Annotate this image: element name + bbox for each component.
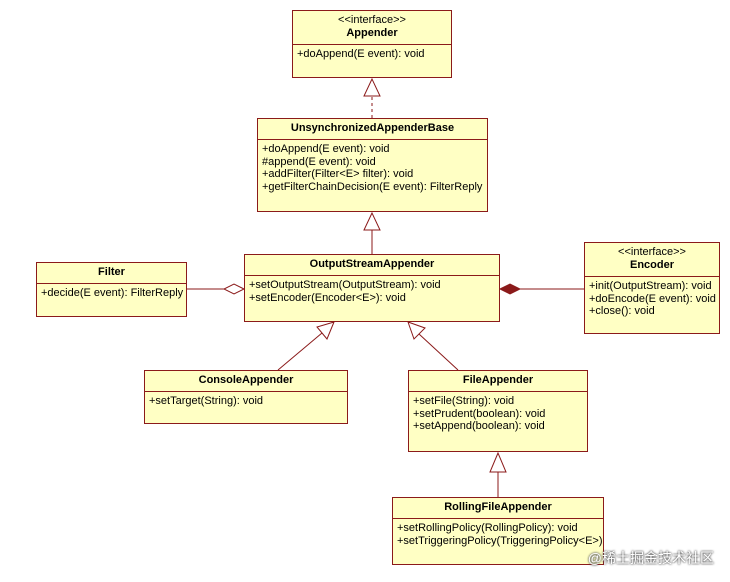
operation: +close(): void xyxy=(589,305,655,317)
operations-list: +setRollingPolicy(RollingPolicy): void +… xyxy=(393,519,603,550)
operations-list: +doAppend(E event): void #append(E event… xyxy=(258,140,487,196)
operations-list: +setFile(String): void +setPrudent(boole… xyxy=(409,392,587,436)
class-name: FileAppender xyxy=(462,374,534,386)
operations-list: +decide(E event): FilterReply xyxy=(37,284,186,303)
operations-list: +setOutputStream(OutputStream): void +se… xyxy=(245,276,499,307)
class-file-appender[interactable]: FileAppender +setFile(String): void +set… xyxy=(408,370,588,452)
class-header: ConsoleAppender xyxy=(145,371,347,392)
operation: +setTarget(String): void xyxy=(149,395,264,407)
operation: +setTriggeringPolicy(TriggeringPolicy<E>… xyxy=(397,534,603,547)
class-rolling-file-appender[interactable]: RollingFileAppender +setRollingPolicy(Ro… xyxy=(392,497,604,565)
operation: +setRollingPolicy(RollingPolicy): void xyxy=(397,522,578,534)
operation: +setAppend(boolean): void xyxy=(413,420,545,432)
stereotype-label: <<interface>> xyxy=(338,14,406,26)
operations-list: +init(OutputStream): void +doEncode(E ev… xyxy=(585,277,719,321)
operation: +init(OutputStream): void xyxy=(589,280,712,292)
class-output-stream-appender[interactable]: OutputStreamAppender +setOutputStream(Ou… xyxy=(244,254,500,322)
class-name: ConsoleAppender xyxy=(198,374,294,386)
operation: +doAppend(E event): void xyxy=(297,48,425,60)
class-header: <<interface>> Appender xyxy=(293,11,451,45)
class-header: UnsynchronizedAppenderBase xyxy=(258,119,487,140)
generalization-arrowhead xyxy=(363,211,381,231)
operation: +setFile(String): void xyxy=(413,395,515,407)
generalization-line-console xyxy=(277,332,323,371)
operations-list: +setTarget(String): void xyxy=(145,392,347,411)
operation: +doEncode(E event): void xyxy=(589,292,716,305)
operation: +setPrudent(boolean): void xyxy=(413,407,546,420)
operation: +setOutputStream(OutputStream): void xyxy=(249,279,441,291)
class-name: Appender xyxy=(346,27,398,39)
realization-arrowhead xyxy=(363,77,381,97)
class-name: Filter xyxy=(98,266,125,278)
class-console-appender[interactable]: ConsoleAppender +setTarget(String): void xyxy=(144,370,348,424)
stereotype-label: <<interface>> xyxy=(618,246,686,258)
class-name: RollingFileAppender xyxy=(444,501,552,513)
operation: +addFilter(Filter<E> filter): void xyxy=(262,168,414,180)
class-name: UnsynchronizedAppenderBase xyxy=(290,122,455,134)
operation: +doAppend(E event): void xyxy=(262,143,390,155)
generalization-arrowhead-file xyxy=(407,321,426,340)
operation: +setEncoder(Encoder<E>): void xyxy=(249,291,406,304)
class-unsynchronized-appender-base[interactable]: UnsynchronizedAppenderBase +doAppend(E e… xyxy=(257,118,488,212)
class-header: <<interface>> Encoder xyxy=(585,243,719,277)
aggregation-diamond xyxy=(222,283,246,295)
composition-diamond xyxy=(498,283,522,295)
generalization-arrowhead-console xyxy=(316,321,335,340)
class-header: RollingFileAppender xyxy=(393,498,603,519)
class-header: OutputStreamAppender xyxy=(245,255,499,276)
class-header: FileAppender xyxy=(409,371,587,392)
generalization-line-file xyxy=(418,333,459,371)
class-header: Filter xyxy=(37,263,186,284)
class-name: Encoder xyxy=(629,259,674,271)
class-appender[interactable]: <<interface>> Appender +doAppend(E event… xyxy=(292,10,452,78)
watermark: @稀土掘金技术社区 xyxy=(587,550,714,566)
operations-list: +doAppend(E event): void xyxy=(293,45,451,64)
generalization-arrowhead-rolling xyxy=(489,451,507,473)
operation: +getFilterChainDecision(E event): Filter… xyxy=(262,180,483,193)
class-encoder[interactable]: <<interface>> Encoder +init(OutputStream… xyxy=(584,242,720,334)
operation: +decide(E event): FilterReply xyxy=(41,287,184,299)
operation: #append(E event): void xyxy=(262,155,376,168)
class-filter[interactable]: Filter +decide(E event): FilterReply xyxy=(36,262,187,317)
class-name: OutputStreamAppender xyxy=(309,258,435,270)
